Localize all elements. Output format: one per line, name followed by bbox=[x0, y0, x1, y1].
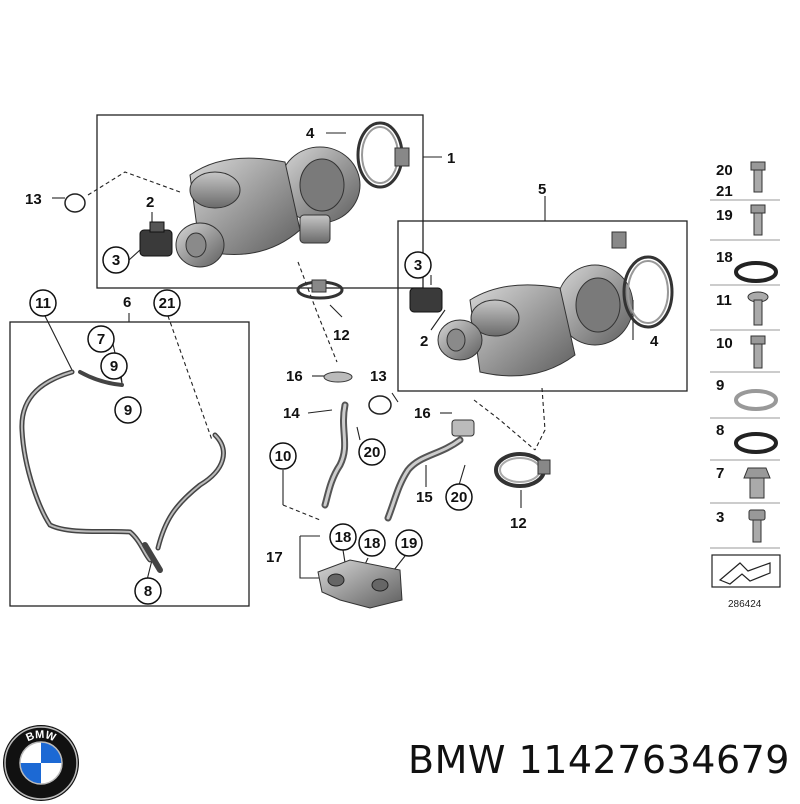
callout-16: 16 bbox=[286, 368, 303, 385]
callout-2: 2 bbox=[146, 194, 154, 211]
legend-18: 18 bbox=[716, 249, 733, 266]
callout-9: 9 bbox=[110, 358, 118, 375]
legend-9: 9 bbox=[716, 377, 724, 394]
oil-line-6 bbox=[19, 369, 226, 573]
legend-10: 10 bbox=[716, 335, 733, 352]
callout-17: 17 bbox=[266, 549, 283, 566]
frame-oil-line-6 bbox=[9, 321, 250, 607]
callout-7: 7 bbox=[97, 331, 105, 348]
oil-pipes bbox=[321, 371, 475, 522]
callout-16b: 16 bbox=[414, 405, 431, 422]
legend-column: 20 21 19 18 11 10 9 8 7 3 286424 bbox=[710, 161, 781, 610]
callout-18: 18 bbox=[335, 529, 352, 546]
callout-3: 3 bbox=[112, 252, 120, 269]
bmw-logo: BMW bbox=[3, 725, 79, 801]
callout-2b: 2 bbox=[420, 333, 428, 350]
catalog-number: 286424 bbox=[728, 599, 762, 610]
svg-text:BMW: BMW bbox=[24, 729, 58, 744]
brand-name: BMW bbox=[408, 738, 506, 782]
callout-4: 4 bbox=[306, 125, 315, 142]
callouts: 1 4 13 2 3 5 3 2 4 11 6 21 7 9 9 8 10 12… bbox=[25, 125, 659, 605]
frame-turbo-1 bbox=[96, 114, 424, 289]
callout-20b: 20 bbox=[451, 489, 468, 506]
callout-11: 11 bbox=[35, 295, 51, 312]
callout-9b: 9 bbox=[124, 402, 132, 419]
callout-15: 15 bbox=[416, 489, 433, 506]
callout-12: 12 bbox=[333, 327, 350, 344]
callout-13: 13 bbox=[25, 191, 42, 208]
callout-20: 20 bbox=[364, 444, 381, 461]
turbocharger-5 bbox=[368, 231, 674, 415]
callout-14: 14 bbox=[283, 405, 300, 422]
callout-4b: 4 bbox=[650, 333, 659, 350]
callout-1: 1 bbox=[447, 150, 455, 167]
turbocharger-1 bbox=[64, 121, 410, 300]
callout-6: 6 bbox=[123, 294, 131, 311]
bracket-17 bbox=[317, 559, 403, 609]
callout-13b: 13 bbox=[370, 368, 387, 385]
callout-19: 19 bbox=[401, 535, 418, 552]
legend-21: 21 bbox=[716, 183, 733, 200]
callout-21: 21 bbox=[159, 295, 176, 312]
clamp-12 bbox=[494, 452, 551, 488]
callout-3b: 3 bbox=[414, 257, 422, 274]
legend-8: 8 bbox=[716, 422, 724, 439]
callout-5: 5 bbox=[538, 181, 546, 198]
legend-3: 3 bbox=[716, 509, 724, 526]
legend-19: 19 bbox=[716, 207, 733, 224]
callout-18b: 18 bbox=[364, 535, 381, 552]
callout-8: 8 bbox=[144, 583, 152, 600]
callout-10: 10 bbox=[275, 448, 292, 465]
legend-7: 7 bbox=[716, 465, 724, 482]
callout-12b: 12 bbox=[510, 515, 527, 532]
legend-11: 11 bbox=[716, 292, 732, 309]
legend-20: 20 bbox=[716, 162, 733, 179]
part-number: 11427634679 bbox=[518, 738, 790, 782]
logo-text: BMW bbox=[24, 729, 58, 744]
brand-part-number: BMW 11427634679 bbox=[408, 738, 790, 782]
